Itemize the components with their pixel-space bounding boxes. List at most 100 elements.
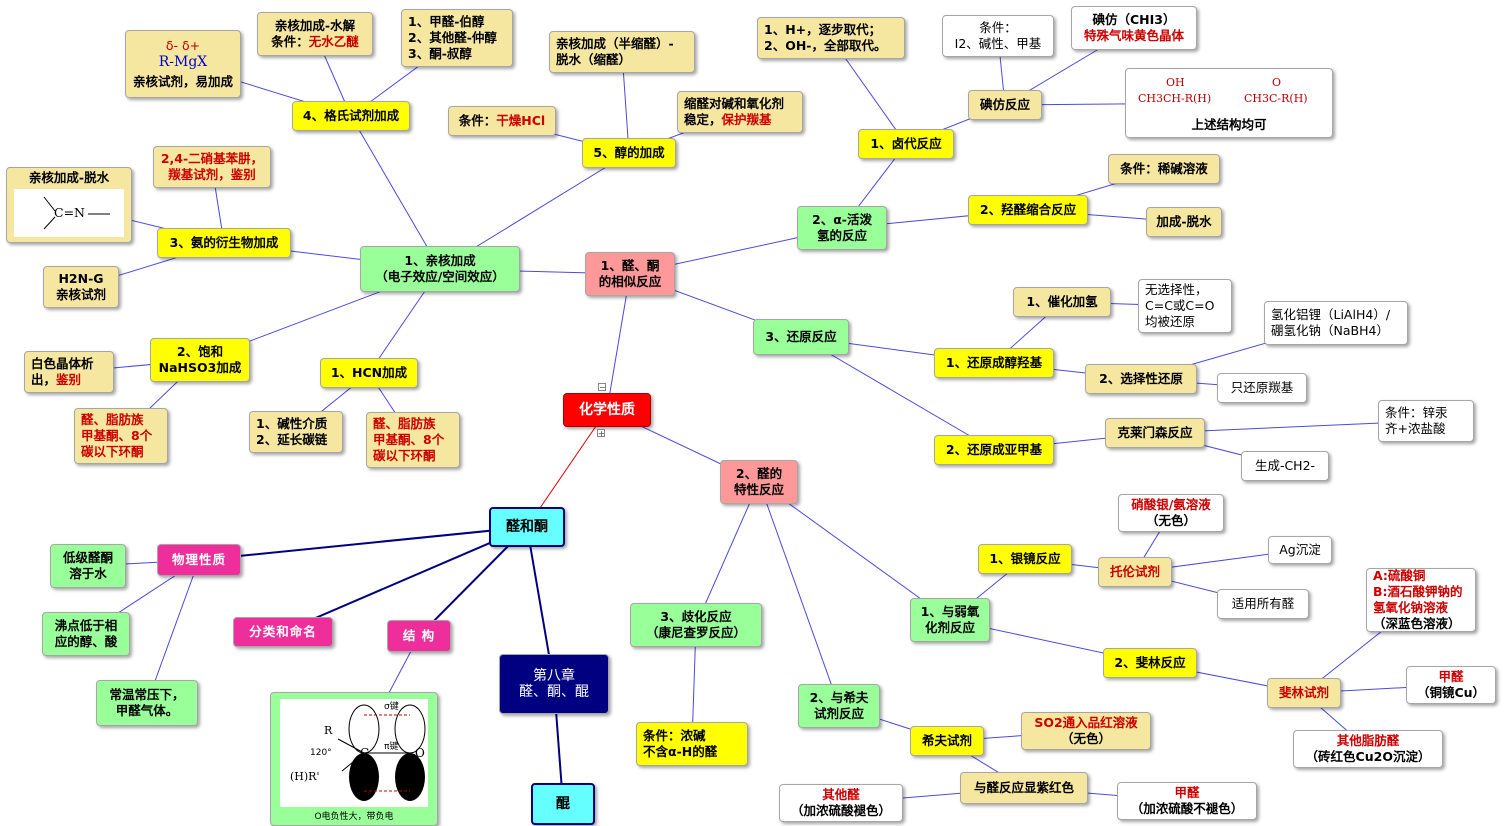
node-ammonia-dehydration[interactable]: 亲核加成-脱水 C=N: [6, 167, 132, 243]
node-clemmensen-ch2-line-1: 生成-CH2-: [1254, 458, 1316, 473]
node-phys-gas-line-2: 甲醛气体。: [115, 703, 179, 718]
node-aldol[interactable]: 2、羟醛缩合反应: [968, 195, 1088, 225]
node-tollens-all[interactable]: 适用所有醛: [1217, 589, 1309, 619]
node-grignard-rmgx[interactable]: δ- δ+ R-MgX 亲核试剂，易加成: [125, 30, 241, 98]
ammonia-dehydration-label: 亲核加成-脱水: [28, 170, 110, 185]
orbital-diagram: σ键 π键 R 120° C O (H)R': [280, 699, 428, 807]
node-structure[interactable]: 结 构: [387, 620, 451, 652]
node-naming[interactable]: 分类和命名: [233, 617, 333, 647]
node-aldol-line-1: 2、羟醛缩合反应: [979, 202, 1077, 217]
node-similar-reactions[interactable]: 1、醛、酮的相似反应: [585, 252, 675, 296]
node-silver-mirror[interactable]: 1、银镜反应: [978, 544, 1072, 574]
center-node-chemical-properties[interactable]: 化学性质: [563, 393, 651, 427]
node-aldehydes-ketones[interactable]: 醛和酮: [489, 507, 565, 547]
node-iodoform[interactable]: 碘仿反应: [968, 90, 1042, 120]
node-aldol-cond[interactable]: 条件：稀碱溶液: [1108, 154, 1220, 184]
node-phys-soluble[interactable]: 低级醛酮溶于水: [50, 544, 126, 588]
node-acetal[interactable]: 亲核加成（半缩醛）-脱水（缩醛）: [549, 31, 695, 73]
node-weak-oxidant[interactable]: 1、与弱氧化剂反应: [910, 598, 990, 642]
node-alpha-hydrogen[interactable]: 2、α-活泼氢的反应: [797, 206, 887, 250]
node-fehling-reagent-line-1: 斐林试剂: [1278, 685, 1329, 700]
node-to-alcohol[interactable]: 1、还原成醇羟基: [934, 348, 1054, 378]
node-fehling-reagent[interactable]: 斐林试剂: [1267, 678, 1341, 708]
node-clemmensen-cond[interactable]: 条件：锌汞齐+浓盐酸: [1378, 400, 1474, 442]
node-schiff-formaldehyde-line-1: 甲醛: [1174, 785, 1200, 800]
node-reduction[interactable]: 3、还原反应: [753, 319, 849, 355]
fehling-b: B:酒石酸钾钠的: [1373, 584, 1463, 599]
node-fehling-other[interactable]: 其他脂肪醛（砖红色Cu2O沉淀）: [1293, 730, 1443, 768]
node-h2ng-line-1: H2N-G: [58, 271, 104, 286]
node-acetal-stability[interactable]: 缩醛对碱和氧化剂 稳定，保护羰基: [677, 91, 803, 133]
node-structure-diagram[interactable]: σ键 π键 R 120° C O (H)R' O电负性大，带负电: [270, 692, 438, 826]
expand-toggle-icon[interactable]: +: [597, 429, 605, 438]
connector-line: [695, 481, 760, 626]
node-aldehyde-specific[interactable]: 2、醛的特性反应: [720, 460, 798, 504]
node-schiff-purple-line-1: 与醛反应显紫红色: [973, 780, 1074, 795]
node-fehling[interactable]: 2、斐林反应: [1103, 648, 1197, 678]
node-dnph[interactable]: 2,4-二硝基苯肼，羰基试剂，鉴别: [153, 146, 271, 188]
node-hcn[interactable]: 1、HCN加成: [320, 358, 418, 388]
grignard-charge: δ- δ+: [165, 38, 201, 53]
node-cannizzaro-cond[interactable]: 条件：浓碱不含α-H的醛: [636, 722, 748, 766]
node-only-carbonyl[interactable]: 只还原羰基: [1217, 373, 1307, 403]
connector-line: [146, 559, 200, 704]
node-nucleophilic-addition[interactable]: 1、亲核加成（电子效应/空间效应）: [360, 246, 520, 292]
node-clemmensen-ch2[interactable]: 生成-CH2-: [1241, 451, 1329, 481]
node-schiff-formaldehyde[interactable]: 甲醛（加浓硫酸不褪色）: [1117, 782, 1257, 820]
node-phys-gas[interactable]: 常温常压下，甲醛气体。: [96, 680, 198, 726]
node-bisulfite-scope-line-2: 甲基酮、8个: [81, 428, 153, 443]
node-alcohol-addition[interactable]: 5、醇的加成: [582, 138, 676, 168]
node-selective-reduction[interactable]: 2、选择性还原: [1085, 364, 1197, 394]
node-lialh4[interactable]: 氢化铝锂（LiAlH4）/硼氢化钠（NaBH4）: [1264, 301, 1408, 345]
collapse-toggle-icon[interactable]: −: [598, 383, 606, 392]
node-hcn-scope[interactable]: 醛、脂肪族甲基酮、8个碳以下环酮: [366, 412, 460, 468]
node-schiff-purple[interactable]: 与醛反应显紫红色: [960, 772, 1088, 804]
node-tollens-ag[interactable]: Ag沉淀: [1268, 536, 1332, 564]
node-physical-properties[interactable]: 物理性质: [157, 544, 241, 576]
node-schiff-other[interactable]: 其他醛（加浓硫酸褪色）: [779, 784, 903, 822]
node-iodoform-structures[interactable]: OH CH3CH-R(H) O CH3C-R(H) 上述结构均可: [1125, 68, 1333, 138]
node-phys-boiling[interactable]: 沸点低于相应的醇、酸: [42, 612, 130, 656]
node-only-carbonyl-line-1: 只还原羰基: [1230, 380, 1294, 395]
node-alcohol-condition[interactable]: 条件：干燥HCl: [448, 106, 556, 136]
node-fehling-composition[interactable]: A:硫酸铜 B:酒石酸钾钠的 氢氧化钠溶液 （深蓝色溶液）: [1366, 568, 1476, 632]
node-bisulfite-scope[interactable]: 醛、脂肪族甲基酮、8个碳以下环酮: [74, 408, 168, 464]
node-halogenation[interactable]: 1、卤代反应: [858, 129, 954, 159]
node-nucleophilic-addition-line-2: （电子效应/空间效应）: [375, 269, 505, 284]
node-chapter-title-line-2: 醛、酮、醌: [519, 684, 589, 700]
node-grignard[interactable]: 4、格氏试剂加成: [292, 101, 410, 131]
node-weak-oxidant-line-2: 化剂反应: [924, 620, 975, 635]
node-schiff-reagent[interactable]: 希夫试剂: [910, 726, 984, 756]
connector-line: [758, 481, 840, 707]
node-clemmensen[interactable]: 克莱门森反应: [1105, 418, 1205, 448]
structure-caption: O电负性大，带负电: [314, 812, 394, 822]
node-halogenation-cond[interactable]: 1、H+，逐步取代；2、OH-，全部取代。: [757, 17, 905, 59]
node-cannizzaro-cond-line-1: 条件：浓碱: [643, 728, 706, 743]
node-reduction-line-1: 3、还原反应: [765, 329, 837, 344]
node-iodoform-chi3[interactable]: 碘仿（CHI3） 特殊气味黄色晶体: [1071, 6, 1197, 50]
node-phys-boiling-line-2: 应的醇、酸: [54, 634, 118, 649]
node-schiff-so2[interactable]: SO2通入品红溶液（无色）: [1021, 712, 1151, 750]
node-iodoform-cond[interactable]: 条件：I2、碱性、甲基: [942, 15, 1054, 57]
node-ammonia-derivatives-line-1: 3、氨的衍生物加成: [169, 235, 279, 250]
node-aldol-add[interactable]: 加成-脱水: [1146, 207, 1222, 237]
node-to-methylene[interactable]: 2、还原成亚甲基: [934, 435, 1054, 465]
node-tollens[interactable]: 托伦试剂: [1098, 557, 1172, 587]
node-cannizzaro[interactable]: 3、歧化反应（康尼查罗反应）: [630, 603, 762, 647]
node-schiff[interactable]: 2、与希夫试剂反应: [798, 684, 880, 728]
node-chapter-title[interactable]: 第八章醛、酮、醌: [499, 654, 609, 714]
node-fehling-formaldehyde[interactable]: 甲醛（铜镜Cu）: [1406, 666, 1496, 704]
node-tollens-composition[interactable]: 硝酸银/氨溶液（无色）: [1118, 494, 1224, 532]
node-catalytic-h2[interactable]: 1、催化加氢: [1013, 287, 1111, 317]
node-bisulfite-line-1: 2、饱和: [176, 344, 224, 359]
node-quinone[interactable]: 醌: [531, 783, 595, 825]
node-ammonia-derivatives[interactable]: 3、氨的衍生物加成: [157, 228, 291, 258]
node-tollens-all-line-1: 适用所有醛: [1231, 596, 1295, 611]
node-grignard-conditions[interactable]: 亲核加成-水解 条件：无水乙醚: [257, 12, 373, 56]
node-bisulfite-crystal[interactable]: 白色晶体析 出，鉴别: [24, 351, 114, 393]
